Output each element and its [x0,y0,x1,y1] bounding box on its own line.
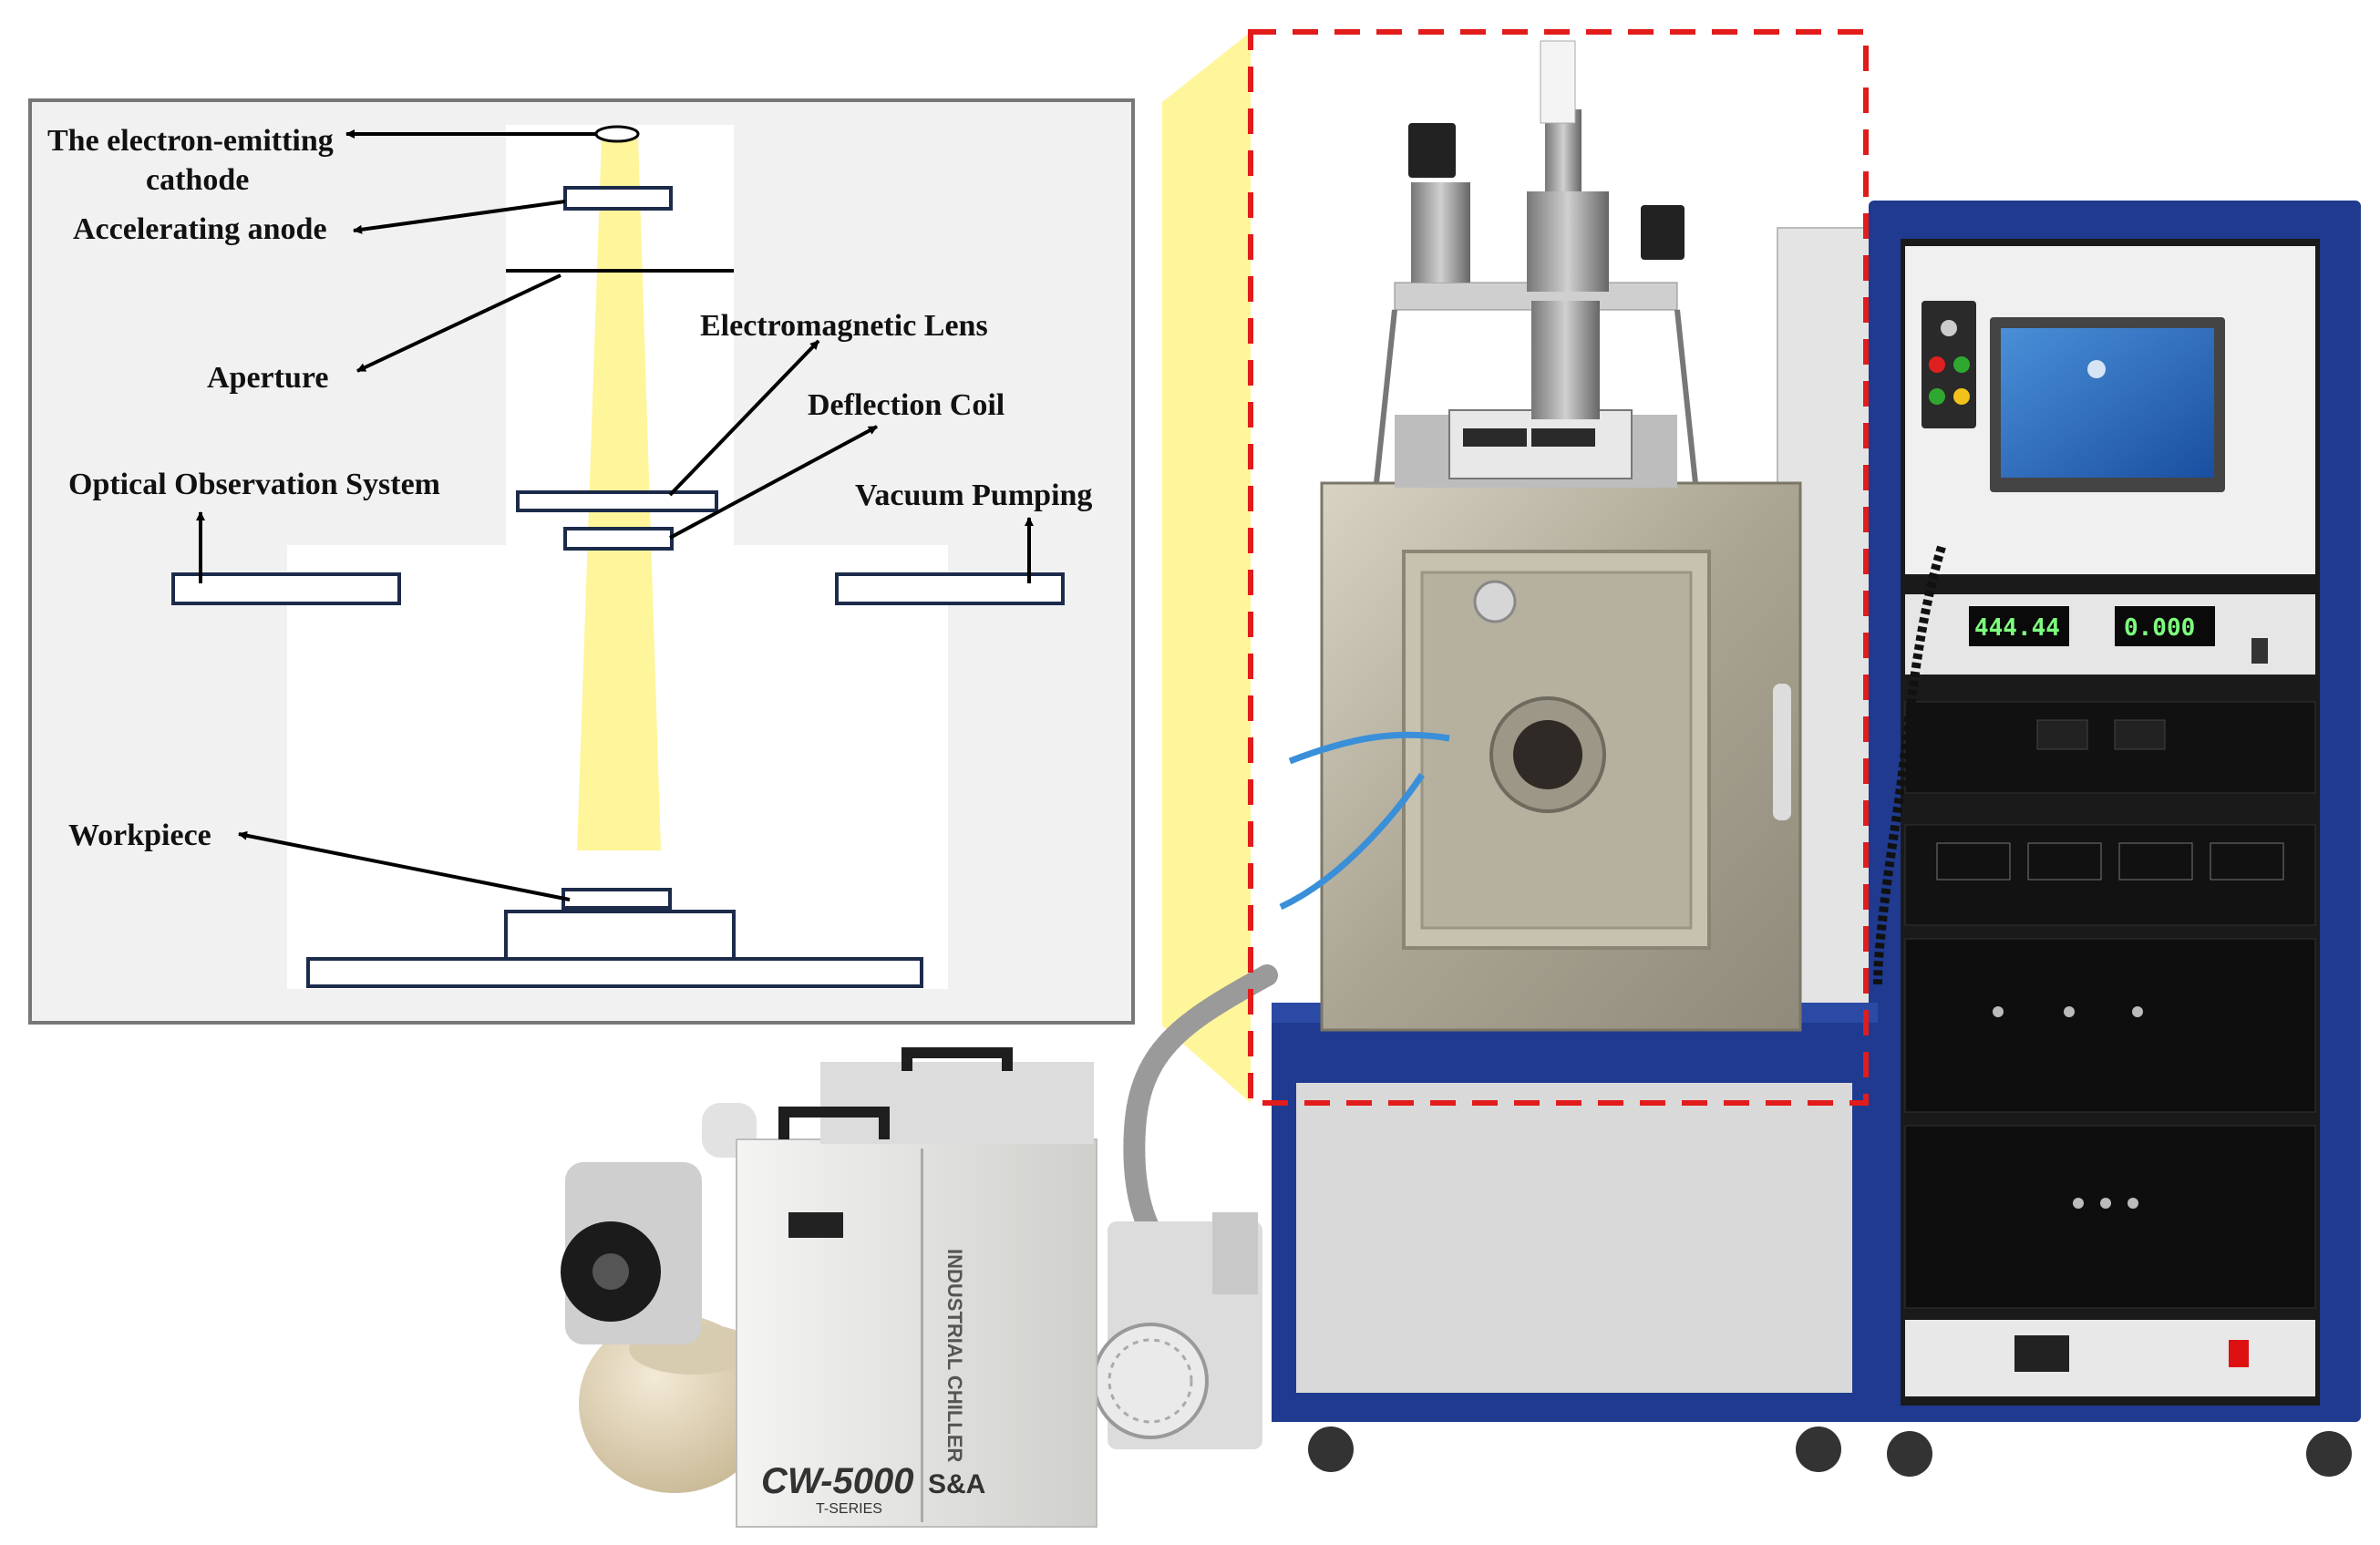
workpiece-symbol [562,888,672,910]
blue-tube [1288,731,1450,765]
highlight-box [1248,29,1869,1106]
equipment-illustration: 444.44 0.000 [561,40,2361,1528]
lens-arrow [668,339,820,497]
vacuum-hose [1123,964,1278,1246]
meter-left [1969,606,2069,646]
chiller-handle-back [902,1047,1013,1071]
chiller-brand: S&A [928,1469,985,1499]
rack-module-1 [1904,701,2316,794]
control-rack: 444.44 0.000 [1869,201,2361,1477]
label-cathode-line2: cathode [146,163,249,197]
meter-right-readout: 0.000 [2124,614,2195,642]
optical-port [171,572,401,605]
vacuum-port [835,572,1065,605]
schematic-panel: The electron-emitting cathode Accelerati… [28,98,1135,1025]
meter-right [2115,606,2215,646]
projection-wedge [1162,32,1251,1103]
chiller-display [788,1212,843,1238]
deflection-arrow [669,425,878,540]
anode-arrow [353,200,566,234]
chiller-handle-front [778,1107,890,1139]
industrial-chiller: CW-5000 T-SERIES S&A INDUSTRIAL CHILLER [736,1047,1097,1528]
label-deflection: Deflection Coil [808,388,1005,422]
label-cathode-line1: The electron-emitting [47,124,334,158]
rack-module-4 [1904,1125,2316,1309]
meter-left-readout: 444.44 [1974,614,2060,642]
hv-insulator [1540,40,1576,124]
anode-symbol [563,186,673,211]
workpiece-arrow [238,830,571,901]
rack-bottom-panel [1905,1320,2315,1396]
chiller-model: CW-5000 [761,1461,913,1501]
label-workpiece: Workpiece [68,819,211,852]
base-symbol [306,957,923,988]
deflection-coil-symbol [563,527,674,551]
cathode-symbol [594,125,640,143]
chiller-series: T-SERIES [816,1501,882,1517]
label-anode: Accelerating anode [73,212,327,246]
aperture-arrow [356,273,562,373]
coiled-cable [1873,545,1946,985]
chiller-side-text: INDUSTRIAL CHILLER [943,1249,966,1462]
label-vacuum: Vacuum Pumping [855,479,1092,512]
electron-gun-column [1374,40,1698,488]
label-optical: Optical Observation System [68,468,440,501]
chamber-cabinet [1272,1003,1878,1472]
rack-module-3 [1904,938,2316,1113]
air-compressor [561,1103,770,1493]
lens-symbol [516,490,718,512]
vacuum-pump [1092,1212,1262,1449]
viewport-glass [1513,720,1582,789]
label-aperture: Aperture [207,361,328,395]
pump-fan-guard [1092,1323,1209,1439]
label-lens: Electromagnetic Lens [700,309,988,343]
vacuum-chamber [1279,481,1802,1032]
stage-symbol [504,910,736,961]
